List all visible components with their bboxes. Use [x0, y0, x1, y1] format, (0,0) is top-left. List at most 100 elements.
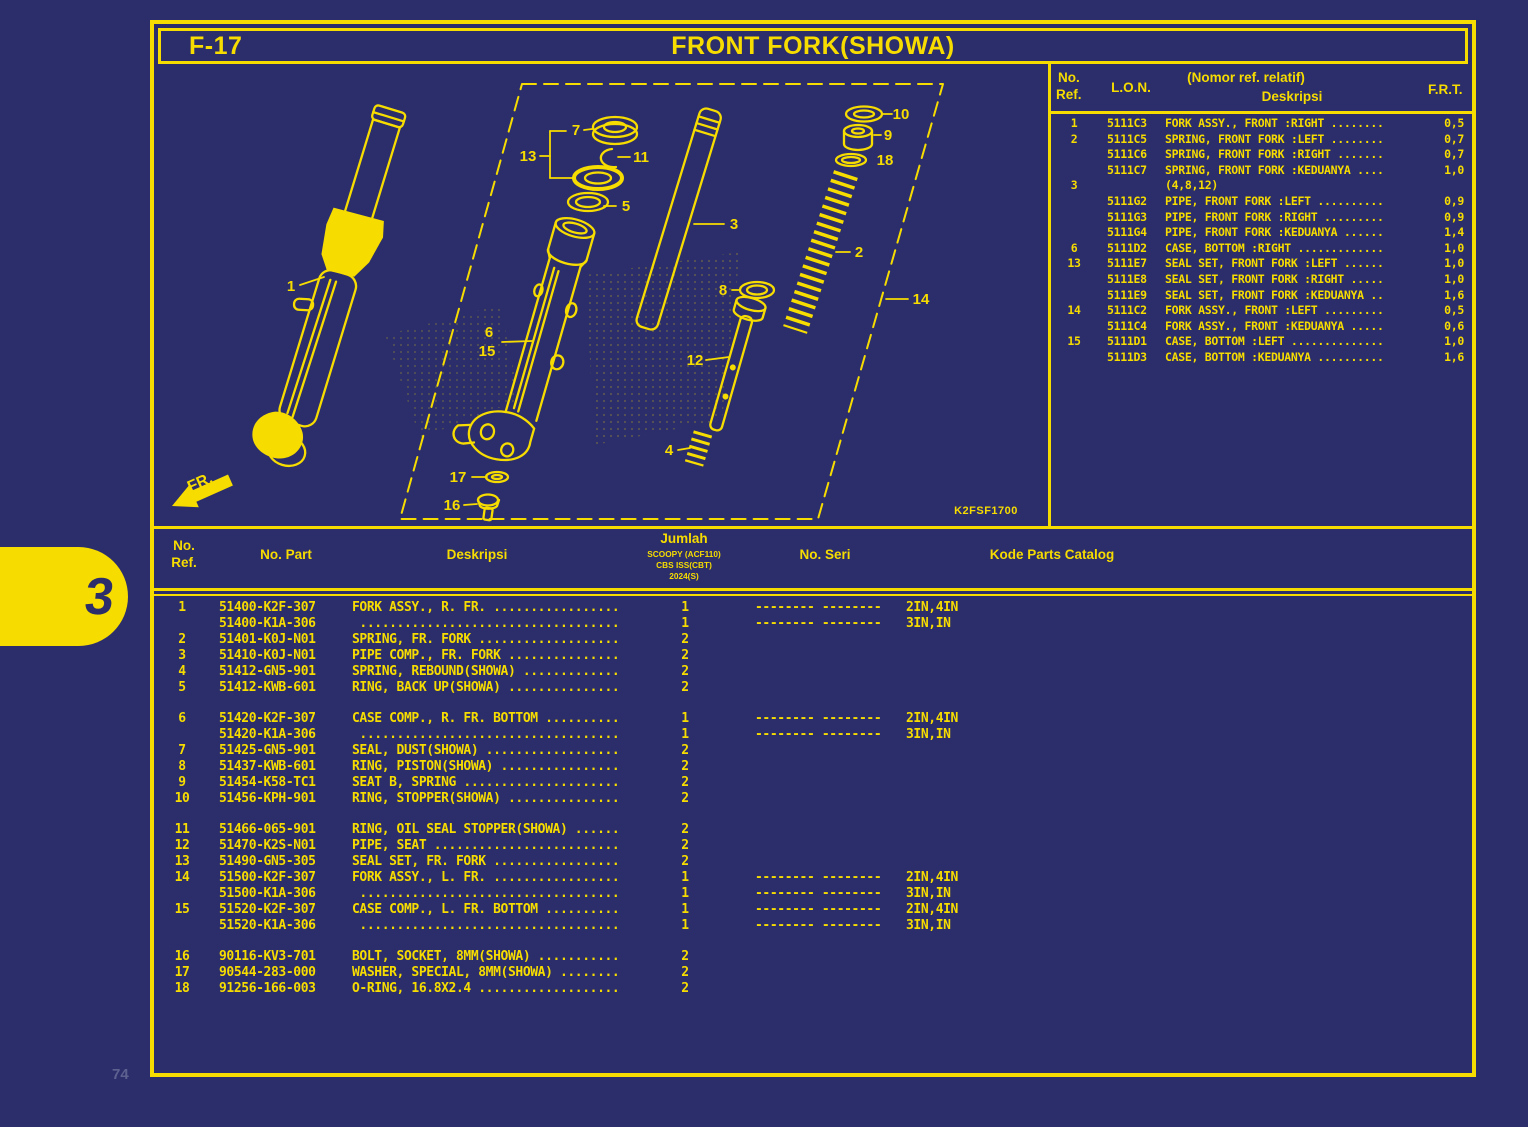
serial-cell [718, 791, 904, 807]
part-number-cell: 51520-K1A-306 [219, 918, 316, 933]
quantity-cell: 2 [681, 965, 689, 980]
callout-11: 11 [633, 149, 649, 166]
ref-cell [1051, 194, 1097, 210]
desc-cell: FORK ASSY., FRONT :LEFT ......... [1165, 303, 1384, 318]
frt-cell [1431, 178, 1472, 194]
quantity-cell: 1 [681, 902, 689, 917]
oil-seal-drawing [572, 165, 624, 191]
ref-cell: 5 [178, 680, 186, 695]
frt-cell: 1,6 [1444, 287, 1464, 302]
quantity-cell: 2 [681, 743, 689, 758]
catalog-code-cell [904, 791, 1054, 807]
quantity-cell: 2 [681, 632, 689, 647]
description-cell: ................................... [352, 918, 620, 933]
desc-cell: SPRING, FRONT FORK :KEDUANYA .... [1165, 162, 1384, 177]
serial-cell [718, 838, 904, 854]
ref-cell: 13 [174, 854, 190, 869]
callout-3: 3 [730, 216, 738, 233]
side-tab-3[interactable]: 3 [0, 547, 128, 646]
page-border [150, 20, 1476, 1077]
ref-cell: 11 [174, 822, 190, 837]
description-cell: WASHER, SPECIAL, 8MM(SHOWA) ........ [352, 965, 620, 980]
ref-cell: 3 [178, 648, 186, 663]
lon-cell: 5111E9 [1107, 287, 1147, 302]
description-cell: ................................... [352, 727, 620, 742]
desc-cell: SEAL SET, FRONT FORK :KEDUANYA .. [1165, 287, 1384, 302]
catalog-code-cell [904, 965, 1054, 981]
ref-col-note: (Nomor ref. relatif) [1187, 70, 1305, 85]
backup-ring-drawing [566, 191, 610, 213]
stopper-ring-drawing [599, 147, 618, 169]
part-number-cell: 51420-K2F-307 [219, 711, 316, 726]
serial-cell: -------- -------- [755, 886, 882, 901]
part-number-cell: 51401-K0J-N01 [219, 632, 316, 647]
serial-cell [718, 965, 904, 981]
catalog-code-cell: 2IN,4IN [906, 600, 958, 615]
rebound-spring-drawing [684, 430, 713, 467]
description-cell: SEAL, DUST(SHOWA) .................. [352, 743, 620, 758]
catalog-code-cell: 3IN,IN [906, 918, 951, 933]
ref-cell [157, 727, 207, 743]
catalog-code-cell [904, 743, 1054, 759]
parts-table-row: 51400-K1A-306 ..........................… [157, 616, 1476, 632]
part-number-cell: 51520-K2F-307 [219, 902, 316, 917]
description-cell: CASE COMP., L. FR. BOTTOM .......... [352, 902, 620, 917]
ref-cell: 6 [178, 711, 186, 726]
ref-col-ref: Ref. [1056, 87, 1082, 102]
callout-18: 18 [877, 152, 894, 169]
lon-cell: 5111D2 [1107, 240, 1147, 255]
ref-cell: 14 [1067, 303, 1081, 318]
description-cell: SPRING, REBOUND(SHOWA) ............. [352, 664, 620, 679]
frt-cell: 0,9 [1444, 209, 1464, 224]
desc-cell: FORK ASSY., FRONT :RIGHT ........ [1165, 116, 1384, 130]
quantity-cell: 2 [681, 854, 689, 869]
callout-leader-lines [299, 113, 909, 506]
frt-cell: 1,0 [1444, 334, 1464, 349]
ref-cell: 2 [1070, 131, 1078, 146]
page-title: FRONT FORK(SHOWA) [671, 31, 955, 60]
catalog-code-cell: 3IN,IN [906, 727, 951, 742]
description-cell: PIPE COMP., FR. FORK ............... [352, 648, 620, 663]
stipple-texture [585, 252, 740, 445]
frt-cell: 0,5 [1444, 303, 1464, 318]
description-cell: FORK ASSY., R. FR. ................. [352, 600, 620, 615]
lon-cell: 5111E7 [1107, 256, 1147, 271]
ref-cell: 14 [174, 870, 190, 885]
fork-pipe-drawing [635, 107, 722, 331]
quantity-cell: 1 [681, 711, 689, 726]
parts-col-deskripsi: Deskripsi [446, 547, 508, 562]
quantity-cell: 2 [681, 838, 689, 853]
lon-cell: 5111C7 [1107, 162, 1147, 177]
side-tab-label: 3 [82, 567, 118, 626]
catalog-code-cell [904, 822, 1054, 838]
quantity-cell: 1 [681, 870, 689, 885]
quantity-cell: 1 [681, 727, 689, 742]
ref-cell [1051, 319, 1097, 335]
ref-col-lon: L.O.N. [1111, 80, 1151, 95]
description-cell: ................................... [352, 886, 620, 901]
ref-table-row: 3(4,8,12) [1051, 178, 1472, 194]
description-cell: RING, PISTON(SHOWA) ................ [352, 759, 620, 774]
desc-cell: SEAL SET, FRONT FORK :RIGHT ..... [1165, 271, 1384, 286]
parts-table-header-rule-bottom [154, 594, 1472, 596]
ref-cell: 15 [1067, 334, 1081, 349]
serial-cell [718, 949, 904, 965]
part-number-cell: 51400-K1A-306 [219, 616, 316, 631]
parts-table-header-rule-top [154, 588, 1472, 591]
desc-cell: CASE, BOTTOM :RIGHT ............. [1165, 240, 1384, 255]
